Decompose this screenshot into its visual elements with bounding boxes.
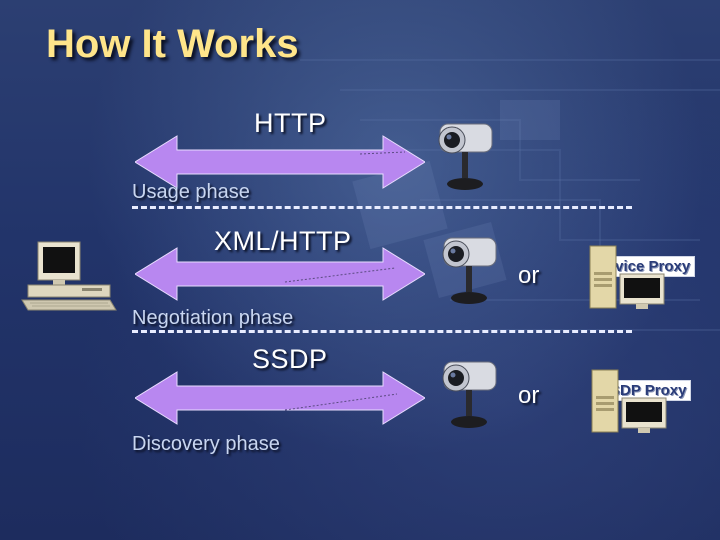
server-icon-device-proxy (589, 245, 665, 309)
protocol-label-xml-http: XML/HTTP (214, 226, 352, 256)
double-arrow-http (135, 135, 425, 189)
ssdp-proxy-label: SSDP Proxy (595, 380, 692, 401)
phase-divider-1 (132, 206, 632, 209)
device-proxy-label: Device Proxy (591, 256, 696, 277)
server-icon-ssdp-proxy (591, 369, 667, 433)
double-arrow-ssdp (135, 371, 425, 425)
camera-icon-2 (442, 237, 497, 304)
phase-divider-2 (132, 330, 632, 333)
protocol-label-ssdp: SSDP (252, 344, 328, 374)
camera-icon-3 (442, 361, 497, 428)
phase-label-usage: Usage phase (132, 181, 250, 203)
phase-label-negotiation: Negotiation phase (132, 307, 294, 329)
double-arrow-xml-http (135, 247, 425, 301)
protocol-label-http: HTTP (254, 108, 327, 138)
slide-title: How It Works (46, 22, 299, 66)
computer-icon (21, 241, 117, 311)
camera-icon-1 (438, 123, 493, 190)
or-label-2: or (518, 382, 540, 409)
phase-label-discovery: Discovery phase (132, 433, 280, 455)
or-label-1: or (518, 262, 540, 289)
